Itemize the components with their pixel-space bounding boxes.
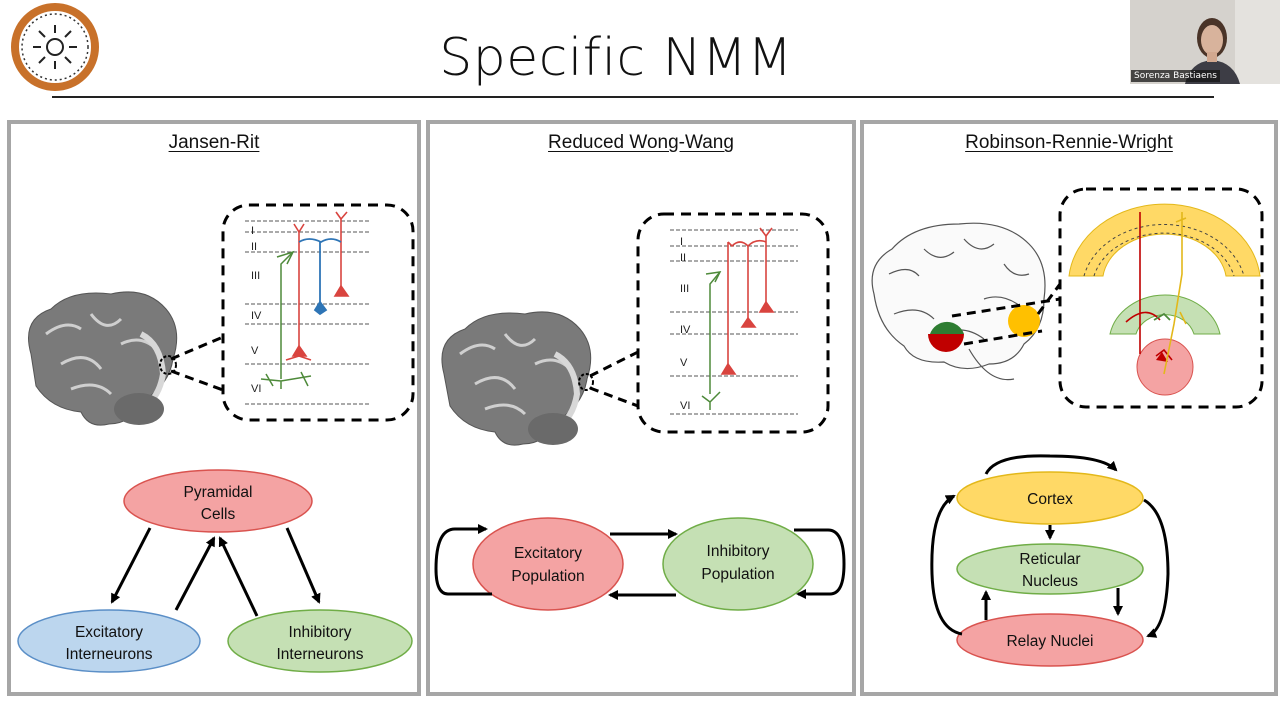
layer-label: II [680,252,686,264]
excitatory-population-node [472,517,624,611]
brain-outline-image [871,222,1046,381]
wong-wang-diagram: I II III IV V VI Excitatory Population I… [434,212,846,611]
panel-title: Robinson-Rennie-Wright [965,132,1173,153]
cortex-layer-shape [1068,203,1261,277]
node-label: Population [701,566,774,583]
node-label: Cortex [1027,491,1073,508]
node-label: Pyramidal [184,484,253,501]
arrow [1143,498,1170,638]
self-loop-arrow [794,528,846,599]
arrow [218,536,259,617]
self-loop-arrow [434,524,492,596]
slide-title: Specific NMM [439,28,793,88]
interneuron-green [260,250,312,389]
inhibitory-population-node [662,517,814,611]
node-label: Nucleus [1022,573,1078,590]
layer-label: I [680,236,683,248]
relay-nuclei-node [956,613,1144,667]
inhibitory-interneurons-node [227,609,413,673]
panel-robinson-rennie-wright: Robinson-Rennie-Wright [860,120,1278,696]
layer-label: IV [680,324,691,336]
node-label: Cells [201,506,236,523]
node-label: Relay Nuclei [1006,633,1093,650]
interneuron-green [701,271,722,410]
node-label: Inhibitory [289,624,352,641]
brain-image [441,311,592,446]
node-label: Inhibitory [707,543,770,560]
pyramidal-cells-node [123,469,313,533]
node-label: Population [511,568,584,585]
node-label: Interneurons [276,646,363,663]
logo [11,3,99,91]
arrow [110,527,152,604]
layer-label: V [251,345,259,357]
robinson-diagram: Cortex Reticular Nucleus Relay Nuclei [871,187,1264,667]
layer-label: IV [251,310,262,322]
interneuron-blue [298,238,342,316]
cortex-node [956,471,1144,525]
layer-label: I [251,225,254,237]
arrow [930,494,963,636]
reticular-nucleus-node [956,543,1144,595]
brain-image [28,291,178,426]
layer-label: VI [251,383,261,395]
layer-label: III [251,270,260,282]
layer-label: II [251,241,257,253]
node-label: Interneurons [65,646,152,663]
pyramidal-neuron-red [285,211,350,361]
arrow [285,527,321,604]
layer-label: V [680,357,688,369]
neuron-yellow [1163,212,1187,375]
self-loop-arrow [984,454,1118,475]
node-label: Excitatory [514,545,582,562]
title-divider [52,96,1214,98]
panel-jansen-rit: Jansen-Rit I II III I [7,120,421,696]
presenter-name: Sorenza Bastiaens [1131,70,1220,82]
layer-label: III [680,283,689,295]
arrow [174,536,216,611]
excitatory-interneurons-node [17,609,201,673]
cortex-zoom-box [636,212,830,434]
pyramidal-neuron-red [720,227,775,375]
node-label: Excitatory [75,624,143,641]
jansen-rit-diagram: I II III IV V VI Pyramidal Cells [17,203,415,673]
node-label: Reticular [1019,551,1080,568]
panel-reduced-wong-wang: Reduced Wong-Wang I II III IV [426,120,856,696]
panel-title: Reduced Wong-Wang [548,132,734,153]
panel-title: Jansen-Rit [168,132,260,153]
layer-label: VI [680,400,690,412]
